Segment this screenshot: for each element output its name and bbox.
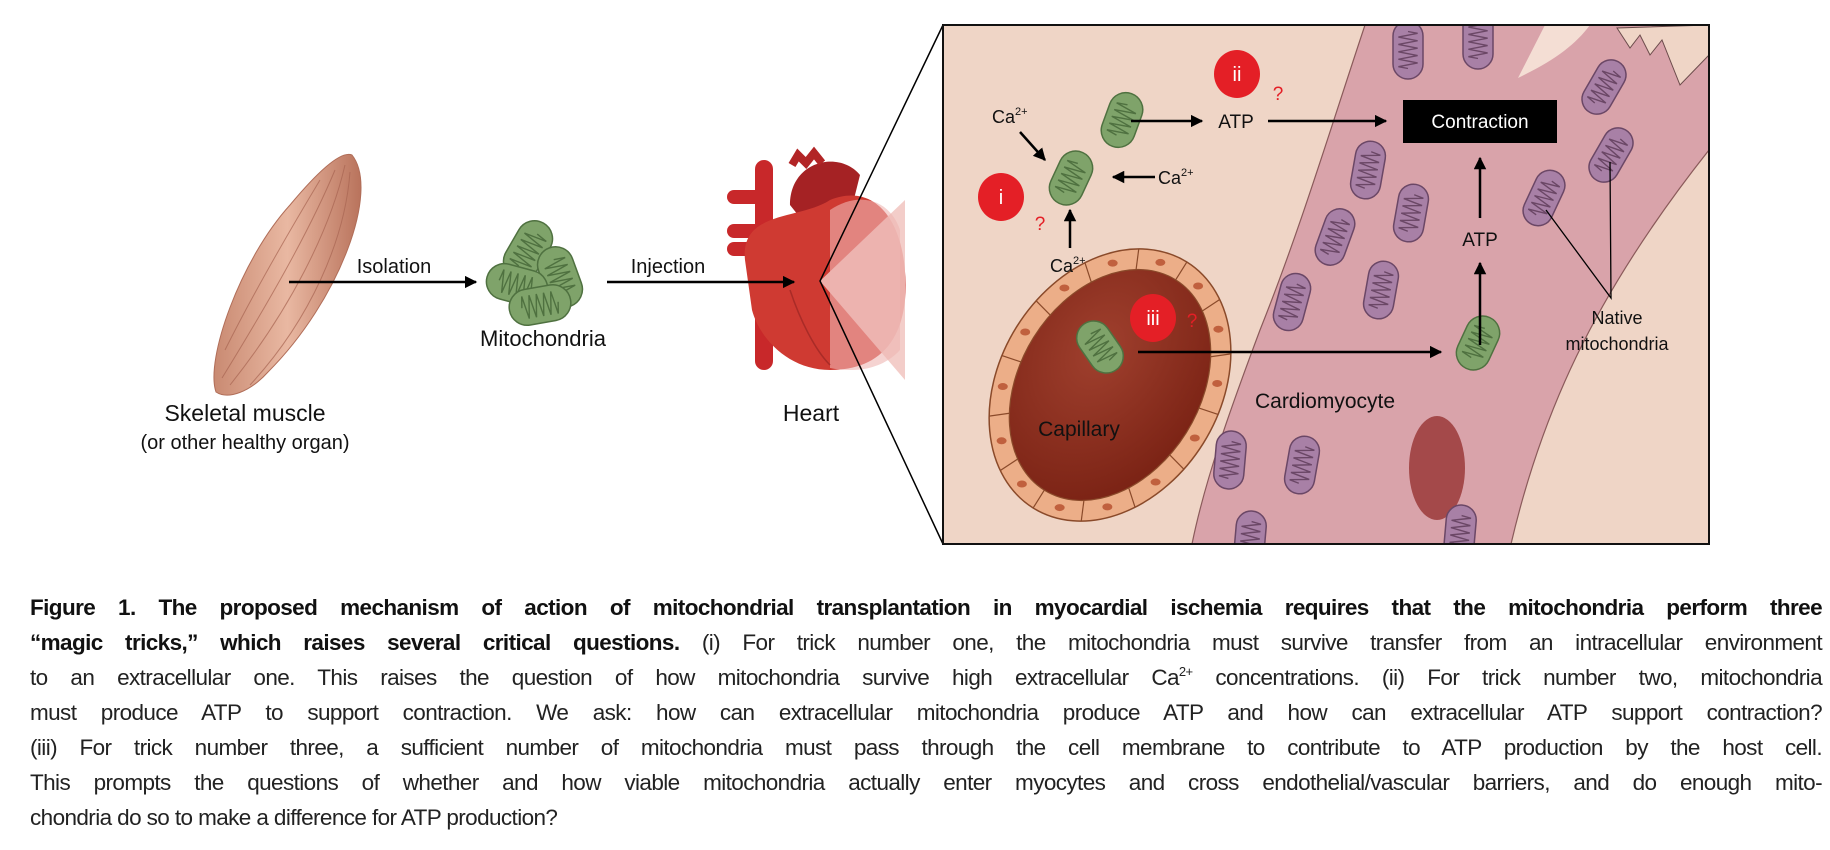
native-mitochondrion-icon — [1362, 260, 1400, 320]
atp-label-extracellular: ATP — [1218, 112, 1254, 133]
endothelial-cell-junction — [999, 458, 1019, 471]
inset-frame — [942, 24, 1710, 545]
native-mitochondrion-icon — [1272, 272, 1312, 332]
transplanted-mitochondria-group — [1048, 91, 1501, 374]
caption-line-2: “magic tricks,” which raises several cri… — [30, 625, 1823, 660]
question-mark-ii: ? — [1273, 84, 1284, 105]
endothelial-nucleus — [1213, 325, 1224, 333]
caption-title: Figure 1. The proposed mechanism of acti… — [30, 595, 1823, 620]
endothelial-nucleus — [1155, 258, 1166, 266]
endothelial-cell-junction — [1135, 248, 1140, 270]
caption-text: concentrations. (ii) For trick number tw… — [1192, 665, 1822, 690]
native-mitochondria-label-line1: Native — [1591, 308, 1642, 328]
isolated-mitochondria-cluster — [485, 219, 584, 327]
ca-arrow-top — [1019, 131, 1046, 161]
ca-label-bottom: Ca2+ — [1050, 255, 1086, 276]
svg-text:i: i — [999, 187, 1003, 209]
endothelial-nucleus — [1016, 480, 1027, 488]
caption-text: (i) For trick number one, the mitochondr… — [679, 630, 1823, 655]
cellular-inset: Ca2+ Ca2+ Ca2+ ATP ATP Contraction i ii … — [943, 25, 1709, 544]
skeletal-muscle-illustration — [213, 153, 362, 396]
ca-label-top: Ca2+ — [992, 106, 1028, 127]
native-mitochondrion-icon — [1213, 430, 1247, 490]
cardiomyocyte-label: Cardiomyocyte — [1255, 390, 1395, 413]
endothelial-cell-junction — [1032, 489, 1045, 509]
atp-label-intracellular: ATP — [1462, 230, 1498, 251]
endothelial-nucleus — [1102, 503, 1113, 511]
mitochondria-label: Mitochondria — [480, 326, 607, 351]
figure-caption: Figure 1. The proposed mechanism of acti… — [30, 590, 1823, 835]
endothelial-cell-junction — [1080, 500, 1085, 522]
svg-text:ii: ii — [1233, 64, 1242, 86]
figure-illustration: Skeletal muscle (or other healthy organ)… — [140, 24, 1710, 545]
svg-text:iii: iii — [1146, 308, 1159, 330]
caption-line-4: must produce ATP to support contraction.… — [30, 700, 1823, 725]
cardiomyocyte-cell — [1191, 25, 1709, 544]
injection-label: Injection — [631, 256, 706, 278]
endothelial-cell-junction — [1201, 299, 1221, 312]
caption-line-7: chondria do so to make a difference for … — [30, 805, 558, 830]
native-mitochondrion-icon — [1392, 183, 1430, 243]
endothelial-nucleus — [1107, 259, 1118, 267]
native-mitochondrion-icon — [1314, 208, 1356, 266]
endothelial-cell-junction — [1169, 454, 1185, 470]
question-mark-i: ? — [1035, 214, 1046, 235]
endothelial-cell-junction — [1210, 353, 1231, 358]
endothelial-cell-junction — [1198, 407, 1219, 416]
transplanted-mitochondrion-icon — [1455, 315, 1501, 371]
native-mitochondrion-icon — [1283, 435, 1321, 495]
endothelial-nucleus — [1059, 284, 1070, 292]
native-mitochondrion-icon — [1233, 510, 1267, 544]
caption-line-6: This prompts the questions of whether an… — [30, 770, 1823, 795]
native-mitochondrion-icon — [1581, 59, 1627, 115]
transplanted-mitochondrion-icon — [1048, 150, 1094, 206]
caption-line-1: Figure 1. The proposed mechanism of acti… — [30, 590, 1823, 625]
zoom-callout-lines — [819, 24, 944, 545]
endothelial-nucleus — [1150, 478, 1161, 486]
endothelial-cell-junction — [989, 412, 1010, 417]
endothelial-cell-junction — [1084, 262, 1092, 283]
skeletal-muscle-label: Skeletal muscle — [164, 400, 325, 426]
contraction-label: Contraction — [1431, 112, 1528, 133]
isolation-label: Isolation — [357, 256, 432, 278]
endothelial-nucleus — [996, 437, 1007, 445]
caption-line-3: to an extracellular one. This raises the… — [30, 660, 1823, 695]
endothelial-nucleus — [1193, 282, 1204, 290]
endothelial-nucleus — [1212, 379, 1223, 387]
transplanted-mitochondrion-icon — [1100, 91, 1144, 149]
caption-text: to an extracellular one. This raises the… — [30, 665, 1180, 690]
native-mitochondria-group — [1213, 25, 1634, 544]
capillary-label: Capillary — [1038, 418, 1120, 441]
endothelial-nucleus — [1054, 504, 1065, 512]
mitochondrion-icon — [508, 283, 572, 327]
native-mitochondrion-icon — [1392, 25, 1424, 80]
question-mark-iii: ? — [1187, 311, 1198, 332]
endothelial-cell-junction — [1128, 487, 1136, 508]
contraction-box — [1403, 100, 1557, 143]
ca-label-right: Ca2+ — [1158, 167, 1194, 188]
endothelial-nucleus — [1189, 434, 1200, 442]
native-mitochondrion-icon — [1462, 25, 1494, 70]
native-mitochondrion-icon — [1443, 504, 1477, 544]
endothelial-cell-junction — [1001, 354, 1022, 363]
native-mitochondria-label-line2: mitochondria — [1565, 334, 1669, 354]
step-badge-i: i — [978, 173, 1024, 221]
endothelial-nucleus — [1020, 328, 1031, 336]
endothelial-cell-junction — [1035, 300, 1051, 316]
heart-label: Heart — [783, 400, 840, 426]
caption-title-cont: “magic tricks,” which raises several cri… — [30, 630, 680, 655]
caption-line-5: (iii) For trick number three, a sufficie… — [30, 735, 1823, 760]
endothelial-nucleus — [997, 383, 1008, 391]
healthy-organ-sublabel: (or other healthy organ) — [140, 432, 349, 454]
native-mitochondria-pointer-lines — [1545, 161, 1612, 300]
nucleus — [1409, 416, 1465, 520]
step-badge-ii: ii — [1214, 50, 1260, 98]
endothelial-cell-junction — [1175, 261, 1188, 281]
step-badge-iii: iii — [1130, 294, 1176, 342]
heart-illustration — [727, 146, 906, 380]
transplanted-mitochondrion-icon — [1075, 320, 1125, 374]
caption-superscript: 2+ — [1178, 664, 1193, 679]
native-mitochondrion-icon — [1349, 140, 1387, 200]
native-mitochondrion-icon — [1522, 169, 1566, 227]
